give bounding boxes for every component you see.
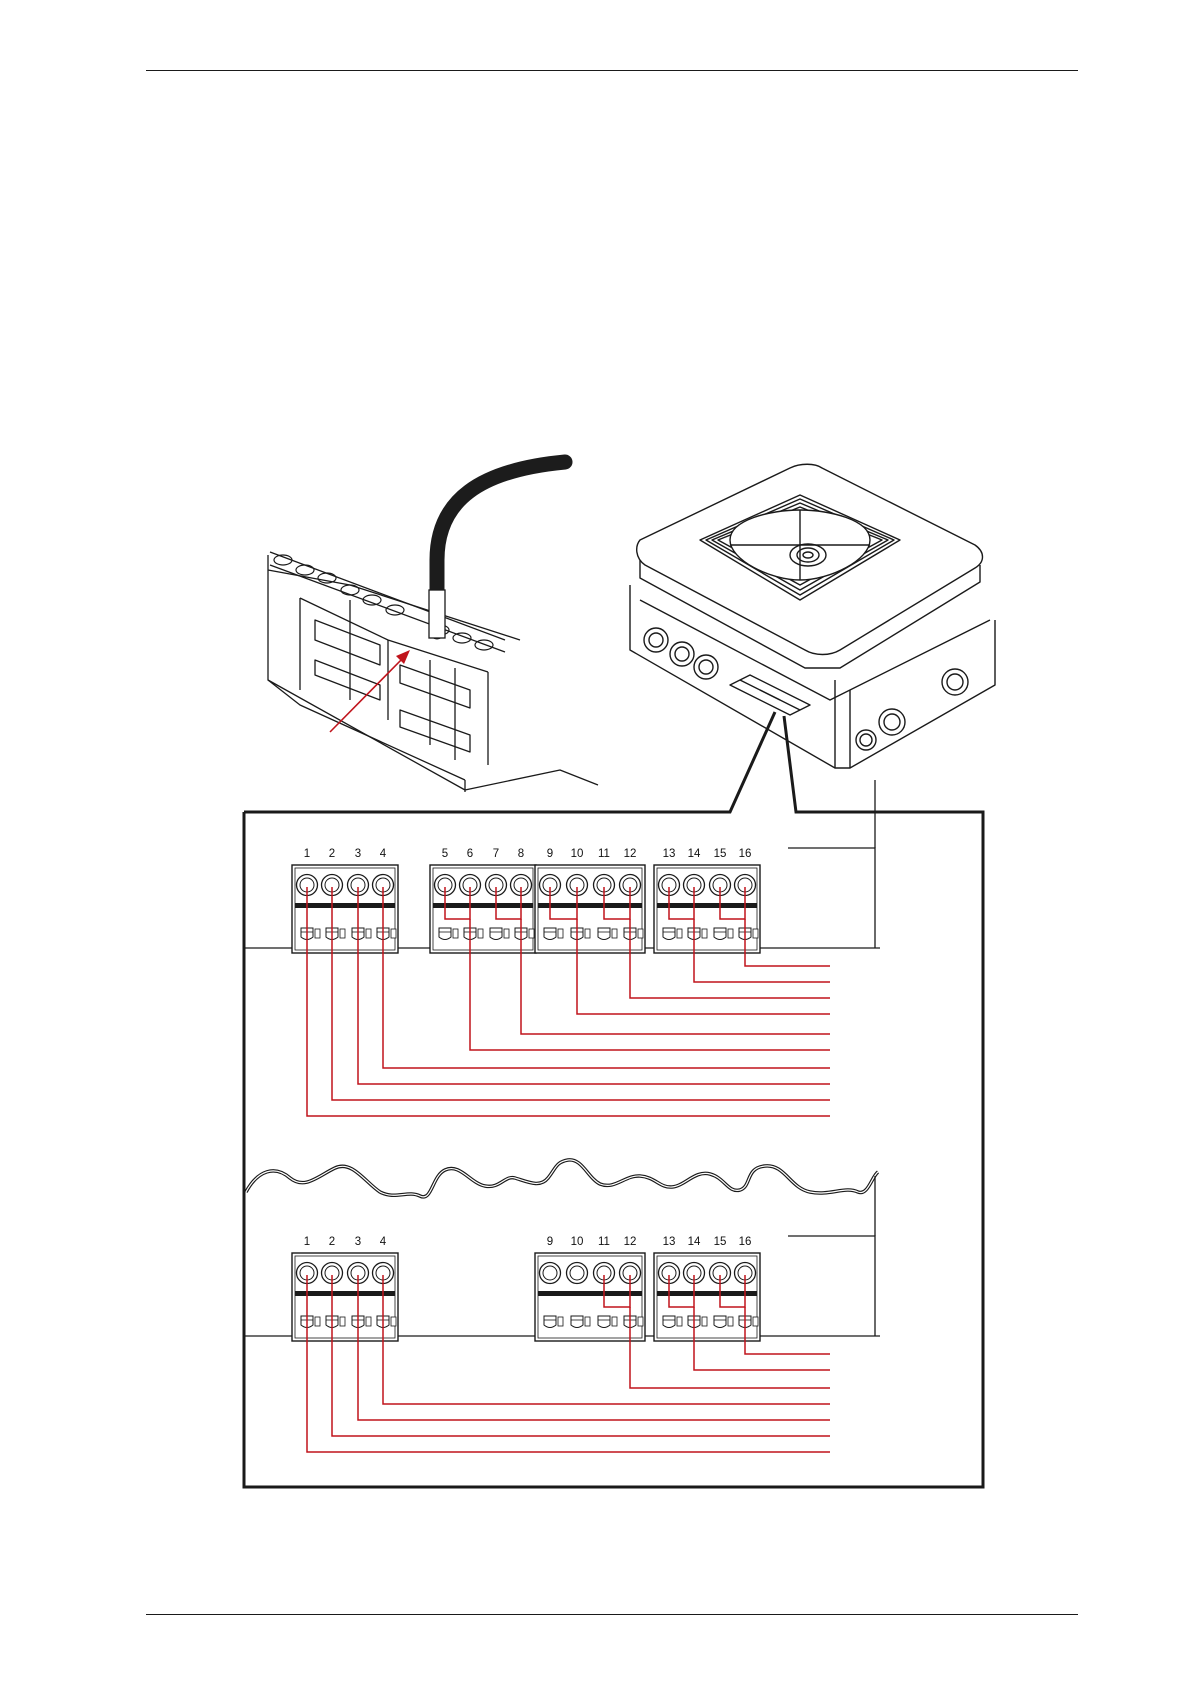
lower-terminal-label-2: 2 bbox=[329, 1236, 335, 1248]
upper-terminal-label-4: 4 bbox=[380, 848, 387, 860]
footer-rule bbox=[146, 1614, 1078, 1615]
upper-terminal-label-8: 8 bbox=[518, 848, 524, 860]
lower-terminal-label-12: 12 bbox=[624, 1236, 637, 1248]
lower-terminal-block-icon-3 bbox=[535, 1253, 645, 1341]
lower-terminal-label-15: 15 bbox=[714, 1236, 727, 1248]
lower-terminal-label-1: 1 bbox=[304, 1236, 310, 1248]
probe-cable-icon bbox=[437, 462, 565, 632]
upper-terminal-block-icon-3 bbox=[535, 865, 645, 953]
upper-terminal-label-3: 3 bbox=[355, 848, 361, 860]
upper-terminal-label-14: 14 bbox=[688, 848, 701, 860]
upper-terminal-label-6: 6 bbox=[467, 848, 473, 860]
break-line bbox=[246, 1160, 878, 1197]
lower-terminal-label-11: 11 bbox=[598, 1236, 610, 1248]
lower-terminal-block-icon-4 bbox=[654, 1253, 760, 1341]
upper-terminal-label-5: 5 bbox=[442, 848, 448, 860]
upper-terminal-block-icon-1 bbox=[292, 865, 398, 953]
upper-terminal-label-9: 9 bbox=[547, 848, 553, 860]
upper-terminal-label-13: 13 bbox=[663, 848, 676, 860]
upper-terminal-label-12: 12 bbox=[624, 848, 637, 860]
controller-device-icon bbox=[630, 464, 995, 768]
upper-terminal-label-2: 2 bbox=[329, 848, 335, 860]
upper-terminal-label-7: 7 bbox=[493, 848, 499, 860]
upper-terminal-label-16: 16 bbox=[739, 848, 752, 860]
upper-terminal-label-10: 10 bbox=[571, 848, 584, 860]
lower-terminal-label-3: 3 bbox=[355, 1236, 361, 1248]
lower-terminal-label-9: 9 bbox=[547, 1236, 553, 1248]
upper-terminal-block-icon-2 bbox=[430, 865, 536, 953]
lower-terminal-label-4: 4 bbox=[380, 1236, 387, 1248]
upper-terminal-label-15: 15 bbox=[714, 848, 727, 860]
upper-terminal-label-1: 1 bbox=[304, 848, 310, 860]
lower-terminal-label-13: 13 bbox=[663, 1236, 676, 1248]
lower-terminal-block-icon-1 bbox=[292, 1253, 398, 1341]
upper-terminal-block-icon-4 bbox=[654, 865, 760, 953]
red-arrow-icon bbox=[330, 650, 410, 732]
lower-terminal-label-16: 16 bbox=[739, 1236, 752, 1248]
probe-tip bbox=[429, 590, 445, 638]
lower-terminal-label-14: 14 bbox=[688, 1236, 701, 1248]
lower-terminal-label-10: 10 bbox=[571, 1236, 584, 1248]
upper-terminal-label-11: 11 bbox=[598, 848, 610, 860]
